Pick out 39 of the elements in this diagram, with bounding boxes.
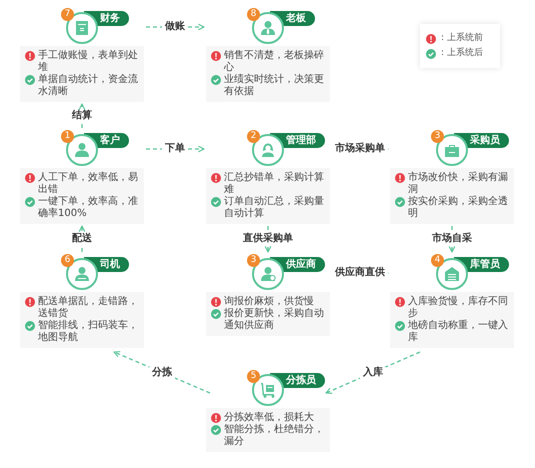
info-text: 按实价采购，采购全透明 xyxy=(408,196,509,220)
info-text: 单据自动统计，资金流水清晰 xyxy=(38,74,139,98)
edge-label: 直供采购单 xyxy=(240,233,296,245)
info-text: 订单自动汇总，采购量自动计算 xyxy=(224,196,325,220)
edge-label: 入库 xyxy=(360,366,386,378)
info-text: 报价更新快，采购自动通知供应商 xyxy=(224,308,325,332)
edge-label: 结算 xyxy=(69,110,95,122)
info-text: 手工做账慢，表单到处堆 xyxy=(38,50,139,74)
info-text: 询报价麻烦，供货慢 xyxy=(224,296,314,308)
number-badge: 3 xyxy=(431,130,444,143)
number-badge: 1 xyxy=(61,130,74,143)
number-badge: 7 xyxy=(61,8,74,21)
edge-label: 供应商直供 xyxy=(332,267,388,279)
info-text: 分拣效率低，损耗大 xyxy=(224,412,314,424)
number-badge: 8 xyxy=(247,8,260,21)
info-text: 地磅自动称重，一键入库 xyxy=(408,320,509,344)
legend-text: ：上系统前 xyxy=(438,32,483,45)
number-badge: 6 xyxy=(61,254,74,267)
info-text: 销售不清楚，老板操碎心 xyxy=(224,50,325,74)
info-text: 市场改价快，采购有漏洞 xyxy=(408,172,509,196)
number-badge: 3 xyxy=(247,254,260,267)
edge-label: 市场自采 xyxy=(429,233,475,245)
info-text: 一键下单，效率高，准确率100% xyxy=(38,196,139,220)
info-text: 人工下单，效率低，易出错 xyxy=(38,172,139,196)
number-badge: 4 xyxy=(431,254,444,267)
edge-label: 市场采购单 xyxy=(332,143,388,155)
info-text: 汇总抄错单，采购计算难 xyxy=(224,172,325,196)
number-badge: 5 xyxy=(247,370,260,383)
number-badge: 2 xyxy=(247,130,260,143)
edge-label: 配送 xyxy=(69,233,95,245)
edge-label: 分拣 xyxy=(149,366,175,378)
edge-label: 下单 xyxy=(162,143,188,155)
edge-label: 做账 xyxy=(162,21,188,33)
info-text: 入库验货慢，库存不同步 xyxy=(408,296,509,320)
legend-text: ：上系统后 xyxy=(438,46,483,60)
info-text: 智能排线，扫码装车，地图导航 xyxy=(38,320,139,344)
info-text: 业绩实时统计，决策更有依据 xyxy=(224,74,325,98)
info-text: 智能分拣，杜绝错分，漏分 xyxy=(224,424,325,448)
info-text: 配送单据乱，走错路，送错货 xyxy=(38,296,139,320)
